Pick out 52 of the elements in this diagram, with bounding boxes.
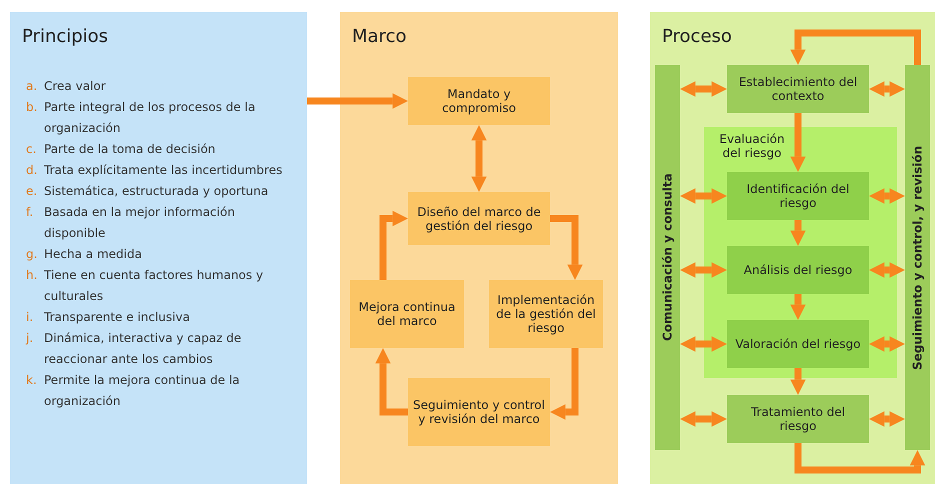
process-box: Análisis del riesgo — [727, 246, 869, 294]
panel — [10, 12, 307, 484]
arrow — [790, 368, 806, 395]
panel-title: Principios — [22, 26, 108, 47]
double-arrow — [869, 336, 905, 352]
list-item: b. Parte integral de los procesos de la organización — [26, 99, 256, 137]
process-box: Identificación del riesgo — [727, 172, 869, 220]
arrow — [790, 113, 806, 172]
list-item: k. Permite la mejora continua de la organización — [26, 372, 241, 410]
double-arrow — [680, 188, 727, 204]
arrow — [790, 220, 806, 246]
double-arrow — [680, 336, 727, 352]
arrow — [380, 210, 408, 280]
panel-title: Proceso — [662, 26, 732, 47]
list-item: e. Sistemática, estructurada y oportuna — [26, 183, 270, 200]
double-arrow — [680, 262, 727, 278]
arrow — [307, 93, 408, 109]
list-item: j. Dinámica, interactiva y capaz de reaccionar ante los cambios — [26, 330, 242, 368]
process-box: Seguimiento y control y revisión del marco — [408, 378, 550, 446]
arrow — [790, 30, 921, 65]
arrow — [790, 294, 806, 320]
side-bar: Seguimiento y control, y revisión — [905, 65, 930, 450]
side-bar: Comunicación y consulta — [655, 65, 680, 450]
double-arrow — [471, 125, 487, 192]
process-box: Mejora continua del marco — [350, 280, 464, 348]
list-item: f. Basada en la mejor información disponible — [26, 204, 236, 242]
group-panel — [704, 127, 897, 378]
list-item: c. Parte de la toma de decisión — [26, 141, 216, 158]
process-box: Diseño del marco de gestión del riesgo — [408, 192, 550, 245]
arrow — [375, 348, 408, 416]
double-arrow — [680, 81, 727, 97]
list-item: i. Transparente e inclusiva — [26, 309, 191, 326]
panel-title: Marco — [352, 26, 406, 47]
list-item: d. Trata explícitamente las incertidumbres — [26, 162, 284, 179]
double-arrow — [869, 411, 905, 427]
process-box: Valoración del riesgo — [727, 320, 869, 368]
panel — [650, 12, 935, 484]
list-item: g. Hecha a medida — [26, 246, 143, 263]
process-box: Implementación de la gestión del riesgo — [489, 280, 603, 348]
double-arrow — [869, 188, 905, 204]
list-item: h. Tiene en cuenta factores humanos y culturales — [26, 267, 264, 305]
panel — [340, 12, 618, 484]
process-box: Mandato y compromiso — [408, 77, 550, 125]
double-arrow — [680, 411, 727, 427]
process-box: Tratamiento del riesgo — [727, 395, 869, 443]
list-item: a. Crea valor — [26, 78, 107, 95]
arrow — [550, 348, 578, 420]
arrow — [550, 215, 583, 280]
panel-title: Evaluación del riesgo — [718, 132, 786, 160]
double-arrow — [869, 81, 905, 97]
process-box: Establecimiento del contexto — [727, 65, 869, 113]
double-arrow — [869, 262, 905, 278]
